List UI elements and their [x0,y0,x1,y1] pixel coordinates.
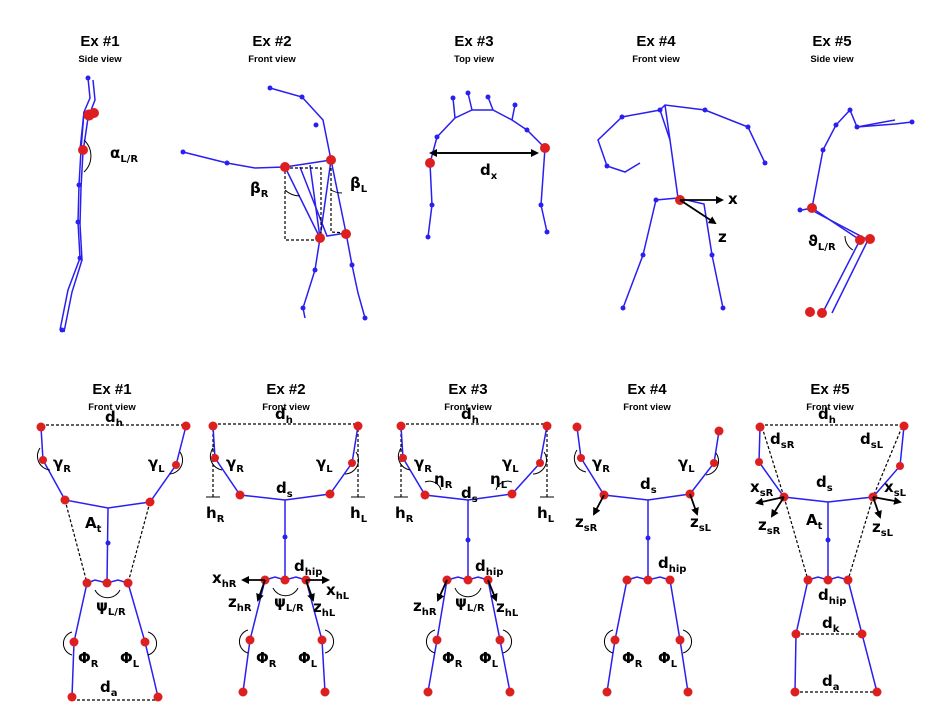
gamma-r-label: γR [414,454,432,475]
panel-view: Top view [454,54,495,65]
psi-label: ψL/R [96,597,126,618]
panel-title: Ex #1 [80,33,119,50]
xhr-label: xhR [212,569,237,590]
skeleton-top-1: αL/R [59,75,138,333]
zhl-label: zhL [313,598,336,619]
eta-l-label: ηL [490,470,508,491]
dh-label: dh [818,405,836,426]
panel-view: Front view [444,402,492,413]
beta-r-label: βR [250,179,269,200]
da-label: da [100,678,118,699]
skeleton-top-5: ϑL/R [797,107,915,318]
panel-view: Side view [810,54,854,65]
phi-r-label: ΦR [256,649,277,670]
panel-view: Front view [623,402,671,413]
dhip-label: dhip [818,586,846,607]
ds-label: ds [816,473,833,494]
hl-label: hL [350,504,368,525]
hl-label: hL [537,504,555,525]
phi-r-label: ΦR [78,649,99,670]
dh-label: dh [275,405,293,426]
skeleton-bottom-3: dh γR γL ηR ηL ds hR hL dhip zhR zhL ψL/… [394,405,555,697]
hr-label: hR [395,504,414,525]
skeleton-top-4: x z [597,104,768,311]
psi-label: ψL/R [455,593,485,614]
skeleton-bottom-4: γR γL ds zsR zsL dhip ΦR ΦL [572,422,724,697]
dhip-label: dhip [475,557,503,578]
dhip-label: dhip [294,557,322,578]
theta-label: ϑL/R [808,232,836,253]
axis-x-label: x [728,190,738,208]
panel-title: Ex #5 [812,33,851,50]
dk-label: dk [822,614,840,635]
alpha-label: αL/R [110,144,138,165]
axis-z-label: z [718,228,727,246]
ds-label: ds [276,479,293,500]
dh-label: dh [461,405,479,426]
xsr-label: xsR [750,478,774,499]
panel-view: Front view [262,402,310,413]
panel-view: Front view [806,402,854,413]
dh-label: dh [105,408,123,429]
phi-r-label: ΦR [622,649,643,670]
xhl-label: xhL [326,581,350,602]
panel-view: Side view [78,54,122,65]
skeleton-top-2: βR βL [180,85,368,321]
bottom-titles: Ex #1 Front view Ex #2 Front view Ex #3 … [88,381,854,413]
panel-title: Ex #4 [627,381,667,398]
panel-title: Ex #3 [454,33,493,50]
gamma-l-label: γL [502,454,519,475]
phi-l-label: ΦL [120,649,140,670]
dsl-label: dsL [860,430,884,451]
ds-label: ds [461,484,478,505]
phi-l-label: ΦL [479,649,499,670]
zsr-label: zsR [575,513,598,534]
skeleton-bottom-2: dh γR γL ds hR hL dhip xhR xhL zhR zhL ψ… [206,405,368,697]
at-label: At [85,514,102,535]
gamma-r-label: γR [53,454,71,475]
zhr-label: zhR [413,597,437,618]
eta-r-label: ηR [434,470,453,491]
skeleton-bottom-5: dh dsR dsL ds xsR xsL zsR zsL At dhip dk… [750,405,909,697]
ds-label: ds [640,475,657,496]
phi-l-label: ΦL [298,649,318,670]
panel-title: Ex #1 [92,381,131,398]
beta-l-label: βL [350,174,368,195]
zsl-label: zsL [872,518,894,539]
panel-title: Ex #4 [636,33,676,50]
gamma-l-label: γL [678,454,695,475]
dhip-label: dhip [658,554,686,575]
top-titles: Ex #1 Side view Ex #2 Front view Ex #3 T… [78,33,854,65]
gamma-l-label: γL [148,454,165,475]
panel-view: Front view [248,54,296,65]
zhl-label: zhL [496,598,519,619]
psi-label: ψL/R [274,593,304,614]
at-label: At [806,511,823,532]
dx-label: dx [480,161,498,182]
phi-l-label: ΦL [658,649,678,670]
panel-title: Ex #2 [252,33,291,50]
panel-title: Ex #5 [810,381,849,398]
skeleton-bottom-1: dh γR γL At ψL/R ΦR ΦL da [36,408,191,702]
xsl-label: xsL [884,478,907,499]
dsr-label: dsR [770,430,795,451]
hr-label: hR [206,504,225,525]
gamma-r-label: γR [226,454,244,475]
panel-title: Ex #3 [448,381,487,398]
zsl-label: zsL [690,513,712,534]
panel-view: Front view [88,402,136,413]
skeleton-top-3: dx [425,90,550,240]
panel-view: Front view [632,54,680,65]
zhr-label: zhR [228,593,252,614]
zsr-label: zsR [758,516,781,537]
phi-r-label: ΦR [442,649,463,670]
da-label: da [822,672,840,693]
gamma-r-label: γR [592,454,610,475]
panel-title: Ex #2 [266,381,305,398]
gamma-l-label: γL [316,454,333,475]
